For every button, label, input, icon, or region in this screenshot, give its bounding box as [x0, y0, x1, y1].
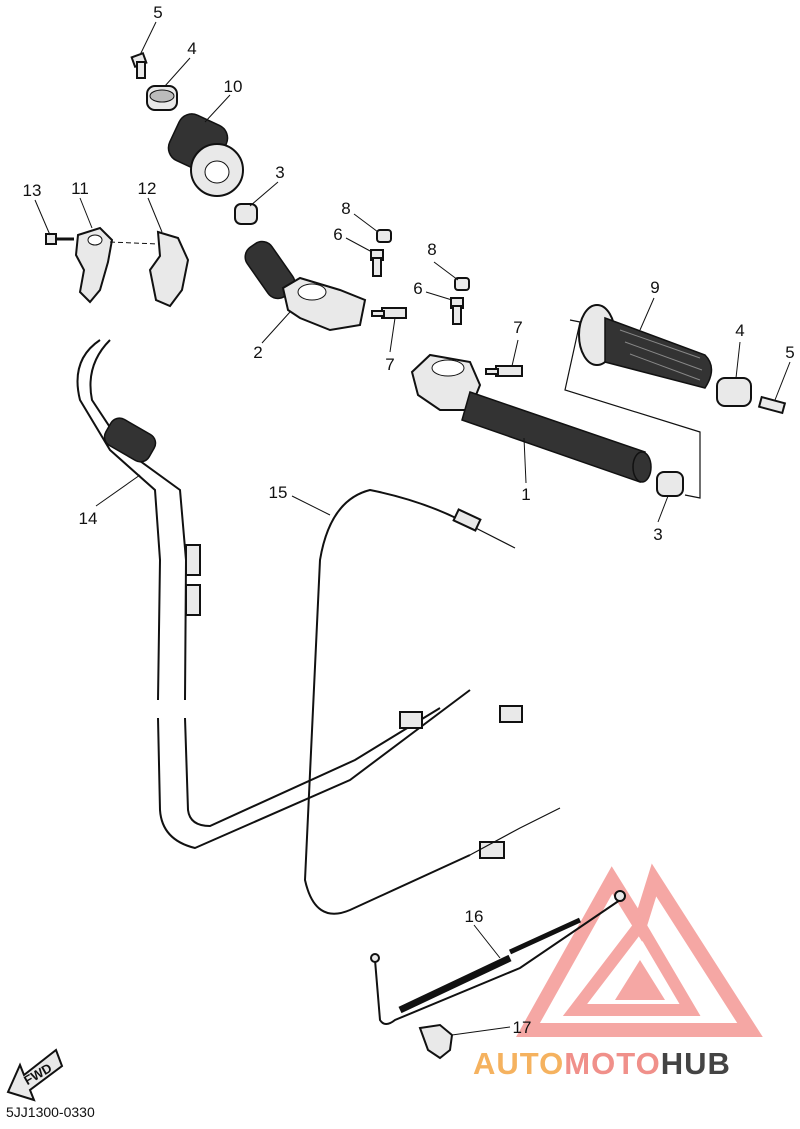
bolt-6-right [450, 297, 464, 325]
callout-4-right: 4 [735, 321, 744, 340]
watermark-brand: AUTOMOTOHUB [473, 1046, 731, 1082]
callout-7-left: 7 [385, 355, 394, 374]
watermark-hub: HUB [660, 1046, 731, 1081]
bolt-5-right [757, 395, 787, 415]
leader-lines [34, 21, 791, 1036]
handlebar-2 [244, 240, 367, 332]
callout-11: 11 [71, 179, 89, 198]
bolt-8-left [376, 229, 392, 243]
bolt-7-left [371, 307, 407, 319]
callout-5-left: 5 [153, 3, 162, 22]
callout-16: 16 [465, 907, 484, 926]
callouts: 5 4 10 3 13 11 12 2 8 6 7 8 6 7 9 4 5 1 … [23, 3, 795, 1037]
balancer-weight-4-left [146, 85, 178, 111]
watermark-auto: AUTO [473, 1046, 565, 1081]
callout-1: 1 [521, 485, 530, 504]
callout-8-right: 8 [427, 240, 436, 259]
bolt-6-left [370, 249, 384, 277]
throttle-grip-10 [167, 113, 244, 197]
callout-10: 10 [224, 77, 243, 96]
callout-8-left: 8 [341, 199, 350, 218]
bolt-8-right [454, 277, 470, 291]
diagram-code: 5JJ1300-0330 [6, 1104, 95, 1120]
balancer-weight-4-right [716, 377, 752, 407]
collar-3-right [656, 471, 684, 497]
callout-2: 2 [253, 343, 262, 362]
callout-3-right: 3 [653, 525, 662, 544]
grip-bracket [564, 319, 701, 499]
callout-14: 14 [79, 509, 98, 528]
cable-holder-17 [418, 1023, 454, 1060]
throttle-cable-14 [76, 339, 523, 850]
callout-17: 17 [513, 1018, 532, 1037]
screw-13 [45, 233, 74, 245]
watermark-moto: MOTO [564, 1046, 661, 1081]
handlebar-1 [410, 353, 652, 484]
bolt-7-right [485, 365, 523, 377]
switch-holder-12 [109, 230, 190, 308]
callout-6-right: 6 [413, 279, 422, 298]
callout-5-right: 5 [785, 343, 794, 362]
watermark-logo [516, 863, 763, 1037]
bolt-5-left [130, 51, 148, 79]
callout-12: 12 [138, 179, 157, 198]
switch-holder-11 [74, 226, 114, 304]
collar-3-left [234, 203, 258, 225]
callout-9: 9 [650, 278, 659, 297]
callout-3-left: 3 [275, 163, 284, 182]
callout-4-left: 4 [187, 39, 196, 58]
callout-6-left: 6 [333, 225, 342, 244]
cable-16 [370, 890, 626, 1025]
callout-7-right: 7 [513, 318, 522, 337]
clutch-cable-15 [303, 488, 561, 915]
grip-9 [578, 304, 713, 389]
fwd-arrow: FWD [6, 1048, 64, 1102]
callout-13: 13 [23, 181, 42, 200]
callout-15: 15 [269, 483, 288, 502]
